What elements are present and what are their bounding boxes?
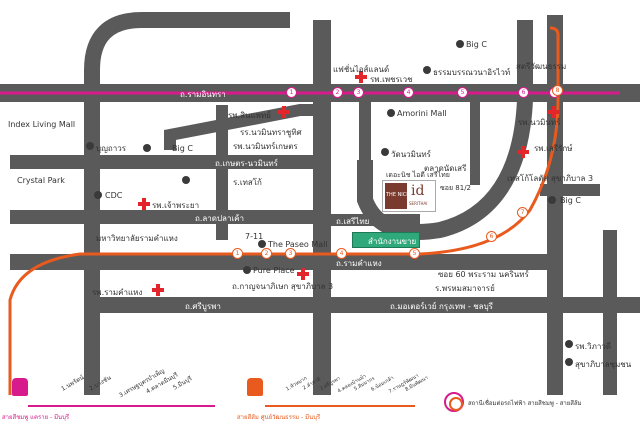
label-hospital-chaomae: รพ.เจ้าพระยา [152, 201, 200, 210]
orange-station-7: 7 [517, 207, 528, 218]
pink-station-6: 6 [518, 87, 529, 98]
label-index-living: Index Living Mall [8, 120, 76, 129]
hospital-icon [517, 146, 529, 158]
interchange-icon [444, 392, 464, 412]
label-chalong: สุขาภิบาลชุมชน [575, 360, 632, 369]
pink-station-2: 2 [332, 87, 343, 98]
poi-icon [243, 266, 251, 274]
poi-icon [86, 142, 94, 150]
label-hospital-right1: รพ.นวมินทร์ [518, 118, 561, 127]
hospital-icon [152, 284, 164, 296]
road-prasert [164, 104, 322, 150]
hospital-icon [297, 268, 309, 280]
poi-icon [258, 240, 266, 248]
pink-station-4: 4 [403, 87, 414, 98]
train-icon [247, 378, 263, 396]
label-bigc-right: Big C [560, 196, 581, 205]
label-crystal-park: Crystal Park [17, 176, 65, 185]
label-seri-market: ตลาดนัดเสรี [424, 164, 467, 173]
label-sukhaphiban3: ถ.กาญจนาภิเษก สุขาภิบาล 3 [232, 282, 334, 291]
label-paseo: The Paseo Mall [268, 240, 328, 249]
label-hospital-ramkhamhaeng: รพ.รามคำแหง [92, 288, 143, 297]
legend-pink: สายสีชมพู แคราย - มีนบุรี 1.นพรัตน์ 2.บา… [0, 368, 215, 428]
label-fashion-island: แฟชั่นไอส์แลนด์ [333, 65, 390, 74]
label-amorini: Amorini Mall [397, 109, 447, 118]
label-hospital-serithai: รพ.เสรีรักษ์ [534, 144, 573, 153]
sales-office-badge: สำนักงานขาย [352, 232, 420, 248]
road-kanchanaphisek [84, 12, 290, 395]
hospital-icon [548, 106, 560, 118]
label-tesco-market: ร.พรหมสมาจารย์ [435, 284, 495, 293]
legend-orange-title: สายสีส้ม ศูนย์วัฒนธรรม - มีนบุรี [237, 414, 321, 421]
label-cdc: CDC [105, 191, 123, 200]
label-bigc-left: Big C [172, 144, 193, 153]
label-hospital-kaset: รพ.นวมินทร์เกษตร [233, 142, 298, 151]
label-wibhavadi: รพ.วิภาวดี [575, 342, 612, 351]
label-tesco: ร.เทสโก้ [233, 178, 262, 187]
label-pure-place: Pure Place [253, 266, 295, 275]
label-mega-home: มหาวิทยาลัยรามคำแหง [96, 234, 178, 243]
orange-station-3: 3 [285, 248, 296, 259]
road-label-ramkhamhaeng: ถ.รามคำแหง [336, 259, 382, 268]
label-hospital-phrae: รพ.เพชรเวช [370, 75, 413, 84]
road-label-ramindra: ถ.รามอินทรา [180, 90, 226, 99]
orange-station-6: 6 [486, 231, 497, 242]
poi-icon [565, 358, 573, 366]
hospital-icon [355, 71, 367, 83]
label-soi60: ซอย 60 พระราม นครินทร์ [438, 270, 529, 279]
label-sattahip: สตรีวัฒนธรรม [516, 62, 567, 71]
road-curve-right [357, 20, 533, 240]
road-label-motorway: ถ.มอเตอร์เวย์ กรุงเทพ - ชลบุรี [390, 302, 493, 311]
poi-icon [143, 144, 151, 152]
legend-pink-line [28, 405, 215, 407]
poi-icon [387, 109, 395, 117]
poi-icon [423, 66, 431, 74]
poi-icon [381, 148, 389, 156]
pink-station-3: 3 [353, 87, 364, 98]
orange-station-1: 1 [232, 248, 243, 259]
poi-icon [182, 176, 190, 184]
legend-pink-title: สายสีชมพู แคราย - มีนบุรี [2, 414, 70, 421]
poi-icon [565, 340, 573, 348]
poi-icon [456, 40, 464, 48]
label-tesco-sukhaphiban: เทสโก้โลตัส สุขาภิบาล 3 [507, 174, 594, 183]
label-project-soi: ซอย 81/2 [440, 184, 472, 192]
orange-station-5: 5 [409, 248, 420, 259]
label-7-11: 7-11 [245, 232, 264, 241]
orange-station-2: 2 [261, 248, 272, 259]
hospital-icon [278, 106, 290, 118]
label-bigc-top: Big C [466, 40, 487, 49]
poi-icon [548, 196, 556, 204]
label-bukkaro: บุญถาวร [96, 144, 127, 153]
label-school-top: ธรรมบรรณวนาอิรไวท์ [433, 68, 511, 77]
project-sub: SERITHAI [409, 201, 428, 206]
road-label-serithai: ถ.เสรีไทย [336, 217, 370, 226]
legend-orange: สายสีส้ม ศูนย์วัฒนธรรม - มีนบุรี 1.หัวหม… [235, 372, 429, 428]
label-school-nawamin: รร.นวมินทราชูทิศ [240, 128, 302, 137]
poi-icon [94, 191, 102, 199]
label-hospital-sinpat: รพ.สินแพทย์ [228, 111, 271, 120]
orange-station-8: 8 [552, 85, 563, 96]
legend-interchange-label: สถานีเชื่อมต่อรถไฟฟ้า สายสีชมพู - สายสีส… [468, 400, 582, 407]
pink-station-1: 1 [286, 87, 297, 98]
project-id: id [411, 183, 425, 199]
pink-station-5: 5 [457, 87, 468, 98]
project-logo: THE NICHE id SERITHAI [382, 180, 436, 212]
legend-orange-line [265, 405, 415, 407]
hospital-icon [138, 198, 150, 210]
train-icon [12, 378, 28, 396]
legend-interchange: สถานีเชื่อมต่อรถไฟฟ้า สายสีชมพู - สายสีส… [440, 392, 640, 422]
road-label-kaset: ถ.เกษตร-นวมินทร์ [215, 159, 278, 168]
sales-office-label: สำนักงานขาย [368, 237, 417, 246]
label-wat-nawamin: วัดนวมินทร์ [391, 150, 431, 159]
project-brand: THE NICHE [386, 192, 414, 198]
label-project-name: เดอะนิช ไอดี เสรีไทย [386, 171, 450, 179]
orange-station-4: 4 [336, 248, 347, 259]
road-label-sriburapha: ถ.ศรีบูรพา [185, 302, 221, 311]
road-label-latplakhao: ถ.ลาดปลาเค้า [195, 214, 245, 223]
